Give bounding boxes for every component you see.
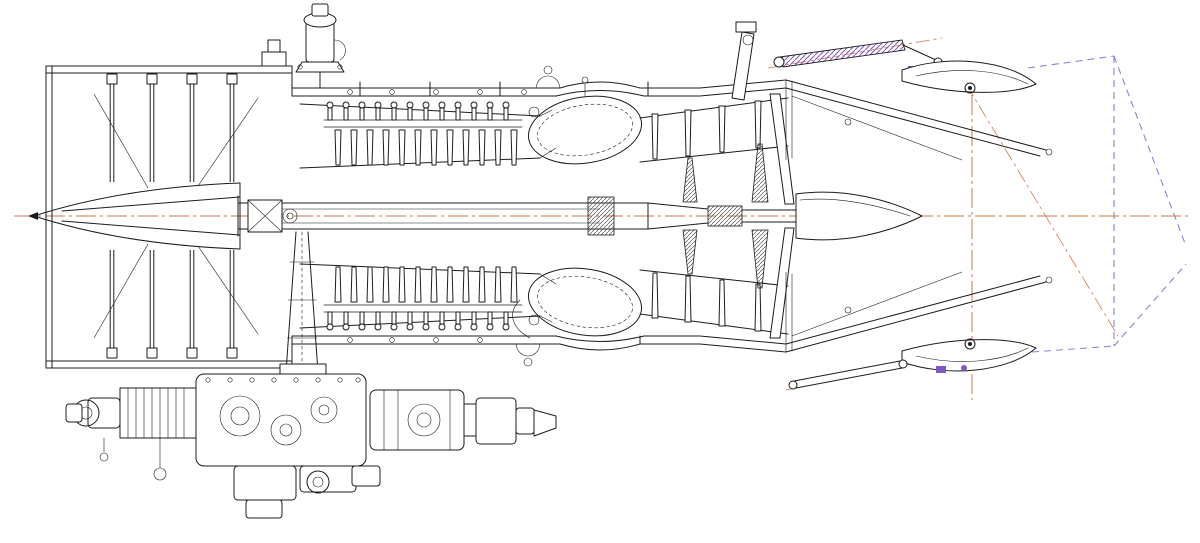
turbine-disk — [751, 143, 769, 203]
inlet-case — [45, 65, 293, 369]
axial-compressor-top — [299, 101, 541, 169]
turbine-hub — [707, 205, 743, 227]
turbine-disk — [751, 229, 769, 289]
top-mounted-pump — [261, 3, 346, 89]
rear-frame — [769, 79, 795, 353]
turbine-disk — [682, 229, 698, 275]
nozzle-hinge-fairings — [788, 60, 1037, 390]
mount-strut — [731, 31, 755, 101]
variable-nozzle-open-position — [1027, 55, 1187, 353]
spinner-tip — [28, 212, 38, 220]
fuel-swirler-bottom — [528, 314, 540, 326]
fuel-pipe-top — [543, 65, 553, 75]
exhaust-cone-and-plug — [741, 79, 1053, 353]
nozzle-actuator — [779, 39, 906, 68]
upper-fairing — [901, 60, 1037, 93]
spinner-nose-cone — [28, 182, 241, 250]
main-shaft — [237, 195, 743, 237]
nozzle-actuator-assembly — [731, 21, 943, 101]
tail-plug — [795, 191, 923, 241]
lower-link-rod — [793, 360, 903, 389]
axial-compressor-bottom — [299, 263, 541, 331]
lower-unit — [233, 465, 297, 501]
accessory-gearbox — [65, 373, 557, 519]
annular-combustor — [512, 65, 643, 367]
left-ribbed-pump — [119, 387, 197, 439]
fan-guide-vanes — [93, 73, 259, 359]
turbine-top — [639, 97, 789, 203]
igniter — [581, 76, 589, 84]
radial-drive-tower — [279, 231, 327, 375]
nozzle-angle-construction-line — [965, 83, 1119, 337]
fuel-swirler-top — [528, 106, 540, 118]
shaft-collar — [587, 196, 615, 236]
fuel-pipe-bottom — [523, 357, 533, 367]
lower-fairing — [901, 339, 1037, 372]
turbine-bottom — [639, 229, 789, 335]
turbine-disk — [682, 157, 698, 203]
